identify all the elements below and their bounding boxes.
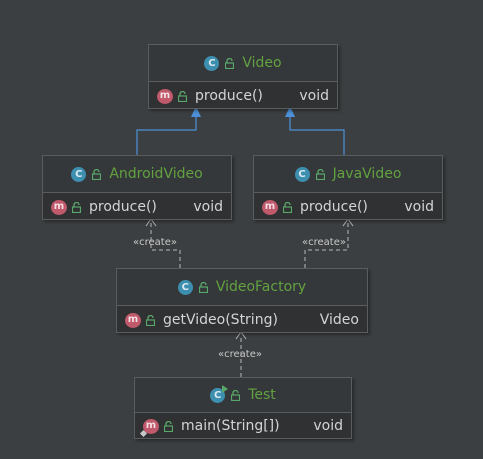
method-row[interactable]: m main(String[]) void	[135, 413, 351, 439]
create-label-java: «create»	[302, 237, 346, 248]
unlock-icon	[92, 168, 102, 180]
class-header: C JavaVideo	[254, 156, 442, 193]
class-name: AndroidVideo	[109, 166, 203, 182]
unlock-icon	[178, 90, 187, 102]
unlock-icon	[231, 389, 241, 401]
method-icon: m	[51, 199, 67, 215]
runnable-class-icon: C	[210, 384, 229, 403]
method-row[interactable]: m produce() void	[43, 193, 231, 221]
class-icon: C	[294, 166, 310, 182]
class-node-android-video[interactable]: C AndroidVideo m produce() void	[42, 155, 232, 220]
class-icon: C	[71, 166, 87, 182]
create-label-android: «create»	[133, 237, 177, 248]
method-row[interactable]: m produce() void	[149, 82, 337, 110]
class-node-video[interactable]: C Video m produce() void	[148, 44, 338, 109]
inheritance-line-android	[136, 112, 197, 155]
class-icon: C	[177, 279, 193, 295]
static-method-icon: m	[143, 418, 159, 434]
method-row[interactable]: m produce() void	[254, 193, 442, 221]
unlock-icon	[315, 168, 325, 180]
method-icon: m	[262, 199, 278, 215]
unlock-icon	[72, 201, 81, 213]
class-icon: C	[204, 55, 220, 71]
method-name: main(String[])	[181, 418, 280, 434]
method-icon: m	[157, 88, 173, 104]
class-node-java-video[interactable]: C JavaVideo m produce() void	[253, 155, 443, 220]
unlock-icon	[225, 57, 235, 69]
method-icon: m	[125, 312, 141, 328]
method-return-type: void	[299, 88, 329, 104]
unlock-icon	[146, 314, 155, 326]
method-return-type: void	[313, 418, 343, 434]
method-name: getVideo(String)	[163, 312, 278, 328]
method-name: produce()	[300, 199, 368, 215]
class-header: C Video	[149, 45, 337, 82]
class-header: C AndroidVideo	[43, 156, 231, 193]
method-return-type: void	[404, 199, 434, 215]
method-return-type: void	[193, 199, 223, 215]
method-row[interactable]: m getVideo(String) Video	[117, 306, 367, 334]
method-name: produce()	[195, 88, 263, 104]
class-name: Video	[242, 55, 282, 71]
class-header: C Test	[135, 378, 351, 413]
class-header: C VideoFactory	[117, 269, 367, 306]
method-return-type: Video	[319, 312, 359, 328]
class-node-test[interactable]: C Test m main(String[]) void	[134, 377, 352, 439]
method-name: produce()	[89, 199, 157, 215]
create-label-test: «create»	[218, 349, 262, 360]
unlock-icon	[164, 420, 173, 432]
class-node-video-factory[interactable]: C VideoFactory m getVideo(String) Video	[116, 268, 368, 333]
unlock-icon	[198, 281, 208, 293]
unlock-icon	[283, 201, 292, 213]
inheritance-line-java	[289, 112, 345, 155]
class-name: Test	[248, 387, 276, 403]
class-name: VideoFactory	[215, 279, 307, 295]
class-name: JavaVideo	[332, 166, 402, 182]
